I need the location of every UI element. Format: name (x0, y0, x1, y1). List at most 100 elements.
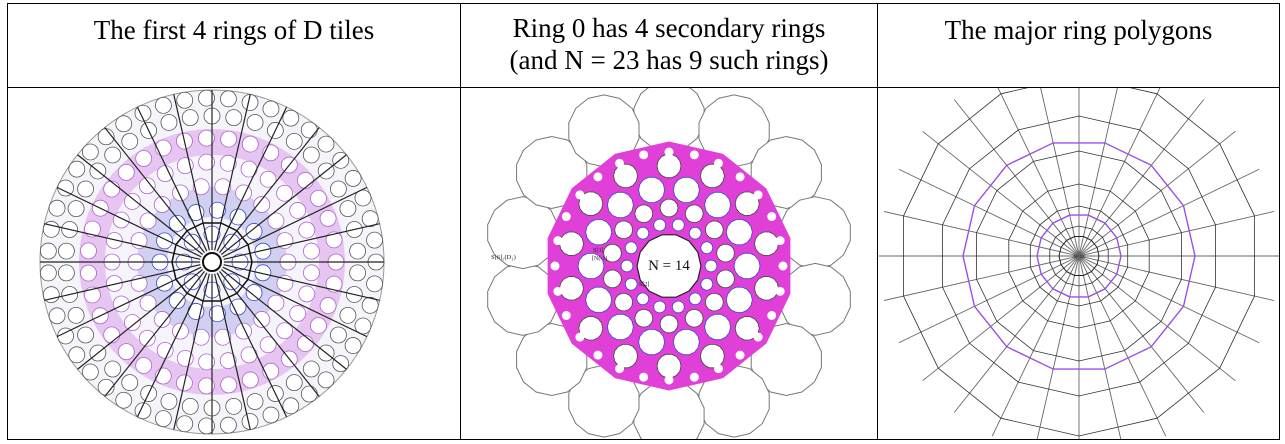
ring-polygon (903, 88, 1255, 437)
small-hole (775, 236, 785, 246)
d-tile (317, 371, 335, 389)
d-tile (245, 284, 263, 301)
small-label-1: S[3] (593, 248, 603, 254)
d-tile (67, 306, 85, 324)
d-tile (300, 121, 318, 139)
secondary-ring-tile (699, 163, 725, 188)
d-tile (198, 377, 215, 395)
d-tile (139, 294, 157, 312)
radial-line (56, 186, 202, 258)
radial-line (222, 266, 368, 338)
d-tile (192, 178, 210, 196)
d-tile (214, 178, 232, 196)
secondary-ring-tile (672, 176, 700, 203)
d-tile (198, 89, 215, 107)
small-hole (735, 350, 745, 360)
d-tile (48, 307, 66, 325)
small-hole (553, 286, 563, 296)
secondary-ring-tile (578, 316, 604, 341)
secondary-ring-tile (603, 269, 622, 289)
secondary-ring-tile (634, 309, 654, 328)
d-tile (160, 393, 178, 410)
d-tile (282, 397, 300, 415)
d-tile (319, 297, 337, 314)
secondary-rings-figure: N = 14 S[6]₂(D₁) S[3] [N(-1) S[2] (487, 88, 851, 439)
small-hole (561, 310, 571, 320)
d-tile (241, 135, 259, 153)
d-tile (81, 363, 99, 381)
d-tile (156, 341, 174, 359)
violet-minor-polygon (1036, 214, 1122, 298)
small-hole (767, 310, 777, 320)
header-row: The first 4 rings of D tiles Ring 0 has … (7, 3, 1280, 88)
secondary-ring-tile (725, 286, 753, 313)
d-tile (181, 109, 199, 127)
secondary-ring-tile (733, 252, 761, 280)
secondary-ring-tile (704, 191, 732, 219)
d-tile (123, 314, 141, 331)
d-tile (176, 415, 194, 433)
d-tile (298, 221, 316, 239)
d-tile (302, 360, 320, 378)
secondary-ring-tile (716, 269, 735, 289)
d-tile (39, 242, 57, 260)
small-hole (713, 158, 723, 168)
secondary-ring-tile (559, 231, 584, 256)
figure-table: The first 4 rings of D tiles Ring 0 has … (7, 3, 1280, 440)
small-hole (561, 212, 571, 222)
d-tile (235, 184, 252, 202)
small-hole (639, 150, 649, 160)
d-tile (104, 146, 122, 164)
figure-cell-2: N = 14 S[6]₂(D₁) S[3] [N(-1) S[2] (460, 87, 878, 440)
secondary-ring-tile (656, 353, 682, 379)
secondary-ring-tile (624, 277, 638, 291)
secondary-ring-tile (704, 220, 724, 240)
small-hole (775, 286, 785, 296)
violet-major-polygon (962, 142, 1196, 370)
d-tile (220, 130, 238, 148)
d-tile (253, 196, 271, 213)
figure-cell-1 (7, 87, 461, 440)
secondary-ring-tile (754, 231, 779, 256)
d-tile (160, 114, 178, 131)
d-tile (117, 163, 135, 181)
d-tile (300, 385, 318, 403)
d-tile (325, 231, 343, 249)
d-tile (58, 264, 75, 282)
small-hole (664, 375, 674, 385)
d-tile (241, 371, 259, 389)
d-tile (155, 410, 172, 428)
d-tile (214, 328, 232, 346)
d-tile (220, 416, 237, 434)
small-hole (664, 147, 674, 157)
secondary-ring-tile (700, 277, 714, 291)
small-hole (593, 172, 603, 182)
header-2-line-1: Ring 0 has 4 secondary rings (512, 13, 826, 43)
small-label-3: S[2] (639, 282, 649, 288)
d-tile (181, 397, 199, 415)
small-hole (553, 236, 563, 246)
header-cell-2: Ring 0 has 4 secondary rings (and N = 23… (460, 3, 878, 88)
secondary-ring-tile (704, 259, 718, 273)
secondary-ring-tile (585, 286, 613, 313)
d-tile (219, 154, 237, 172)
header-3-line-1: The major ring polygons (944, 15, 1213, 45)
ring-polygon (976, 150, 1182, 362)
d-tile (80, 242, 97, 260)
d-tile (139, 212, 157, 230)
d-tile (289, 305, 307, 322)
d-tile (276, 184, 293, 202)
ring-polygon (1029, 205, 1129, 307)
secondary-ring-tile (671, 300, 685, 314)
small-hole (767, 212, 777, 222)
secondary-ring-tile (672, 328, 700, 356)
d-tile (81, 143, 99, 161)
secondary-ring-tile (585, 219, 613, 246)
secondary-ring-tile (620, 259, 634, 273)
ring-polygon (942, 115, 1216, 397)
small-hole (753, 332, 763, 342)
d-tile (330, 180, 347, 198)
radial-line (173, 94, 210, 251)
d-tile (80, 264, 97, 282)
small-hole (689, 150, 699, 160)
